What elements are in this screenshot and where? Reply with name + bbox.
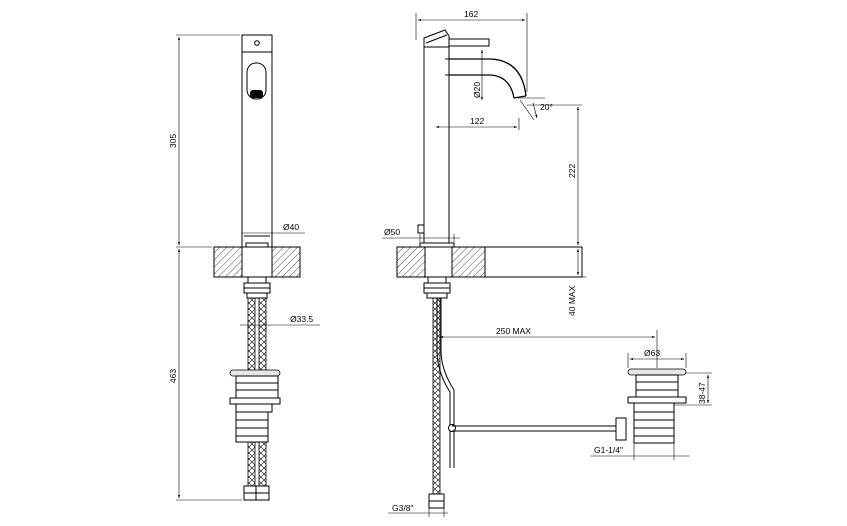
waste-assembly-front: [229, 369, 281, 443]
waste-thread-label: G1-1/4": [594, 445, 623, 455]
dia-spout-label: Ø20: [472, 82, 482, 98]
tap-body-front: [241, 34, 273, 248]
dia-base-label: Ø50: [384, 227, 400, 237]
mounting-shank-side: [423, 276, 451, 299]
dia-hose-label: Ø33.5: [290, 314, 313, 324]
waste-assembly-side: [627, 368, 687, 444]
linkage-bar: [452, 417, 627, 441]
dia-body-label: Ø40: [283, 222, 299, 232]
hose-thread-label: G3/8": [392, 503, 413, 513]
countertop-section-side: [396, 246, 583, 278]
dia-waste-label: Ø63: [644, 348, 660, 358]
spout-height-label: 222: [567, 164, 577, 178]
mounting-shank-front: [243, 276, 271, 299]
height-spout-label: 305: [168, 134, 178, 148]
front-dimensions: [176, 34, 320, 501]
side-view: 162 Ø20 122 20° 222 Ø50 40 MAX 250 MAX Ø…: [382, 9, 712, 517]
waste-range-label: 38-47: [697, 382, 707, 404]
front-view: 305 463 Ø40 Ø33.5: [168, 34, 320, 501]
reach-label: 122: [470, 116, 484, 126]
max-distance-label: 250 MAX: [496, 326, 531, 336]
width-label: 162: [464, 9, 478, 19]
max-thickness-label: 40 MAX: [567, 285, 577, 316]
angle-label: 20°: [540, 102, 553, 112]
height-total-label: 463: [168, 369, 178, 383]
tap-body-side: [417, 29, 490, 248]
flexible-hoses-lower: [243, 441, 270, 501]
spout-side: [445, 58, 527, 99]
side-dimensions: [382, 13, 712, 517]
flexible-hoses-upper: [247, 297, 267, 371]
countertop-section: [213, 246, 301, 278]
